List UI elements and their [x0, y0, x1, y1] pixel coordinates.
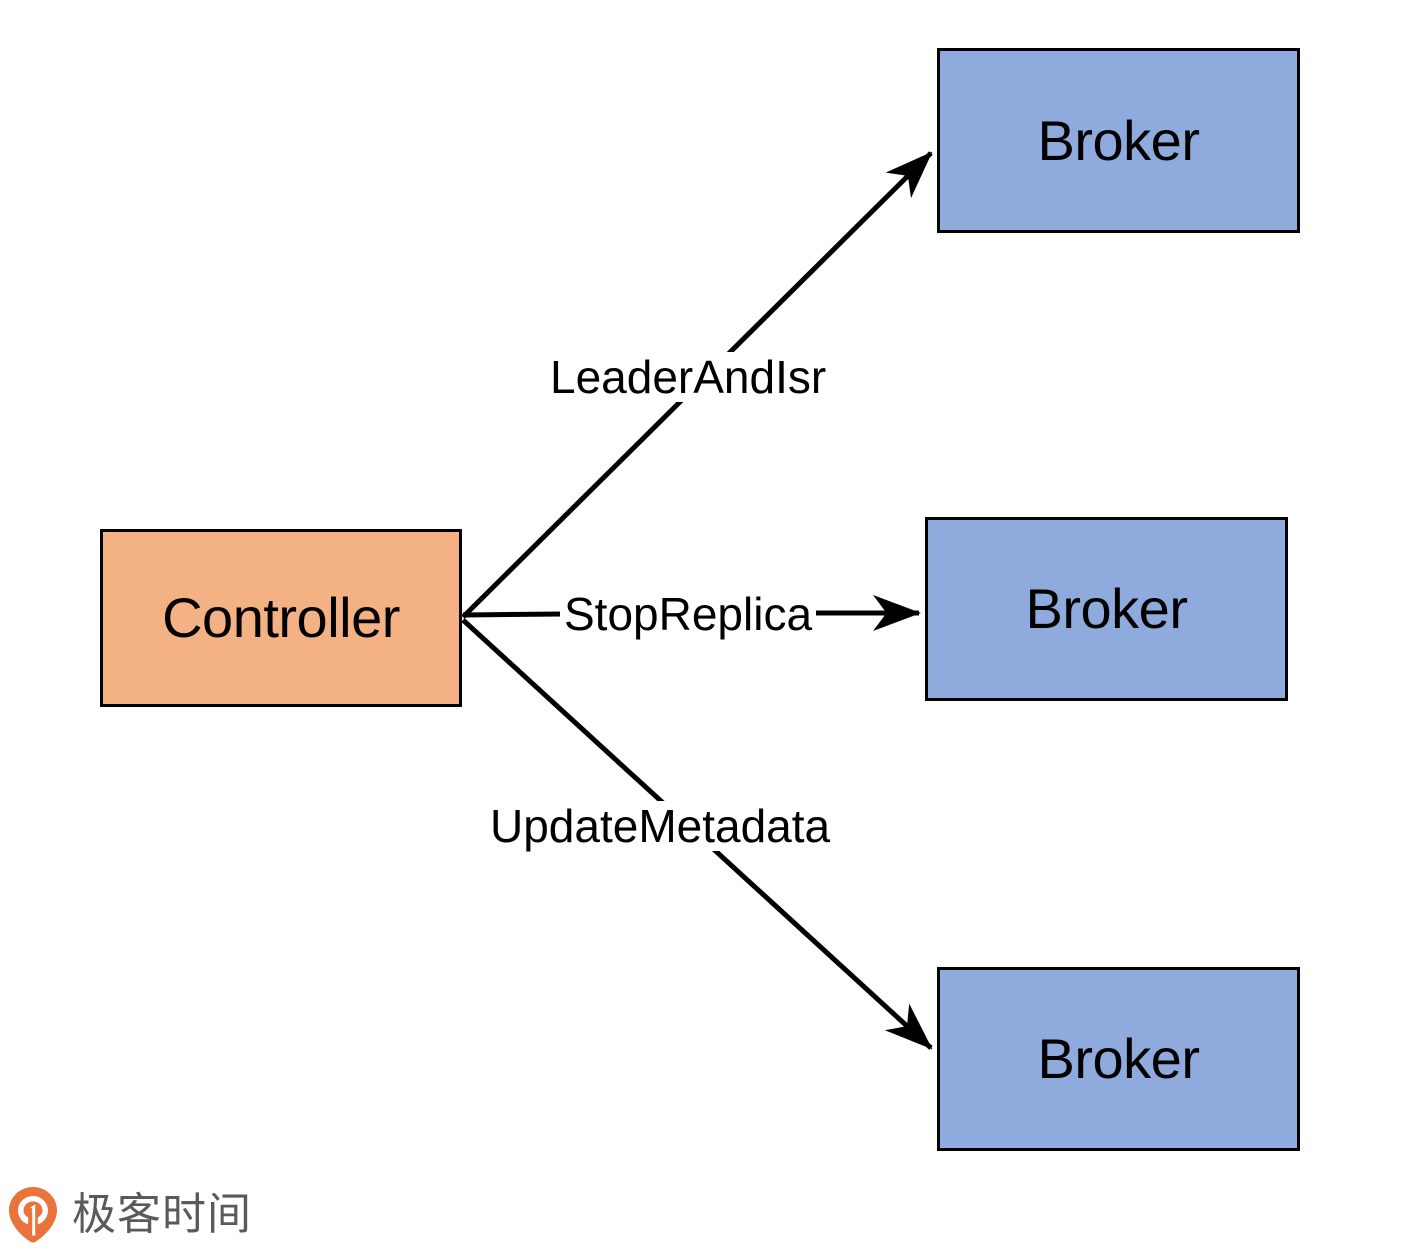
node-broker-1-label: Broker: [1037, 108, 1200, 172]
edge-label-stopreplica: StopReplica: [560, 589, 817, 639]
node-broker-3[interactable]: Broker: [937, 967, 1300, 1151]
node-broker-2-label: Broker: [1025, 577, 1188, 640]
node-controller[interactable]: Controller: [100, 529, 462, 707]
node-broker-3-label: Broker: [1037, 1027, 1200, 1090]
watermark-text: 极客时间: [72, 1189, 252, 1240]
node-broker-2[interactable]: Broker: [925, 517, 1288, 701]
node-broker-1[interactable]: Broker: [937, 48, 1300, 233]
edge-label-updatemetadata: UpdateMetadata: [486, 801, 835, 851]
edge-label-leaderandisr: LeaderAndIsr: [546, 352, 831, 402]
watermark: 极客时间: [8, 1186, 252, 1244]
geektime-logo-icon: [9, 1187, 57, 1243]
edge-line-stopreplica-left: [462, 611, 564, 618]
node-controller-label: Controller: [162, 586, 400, 649]
